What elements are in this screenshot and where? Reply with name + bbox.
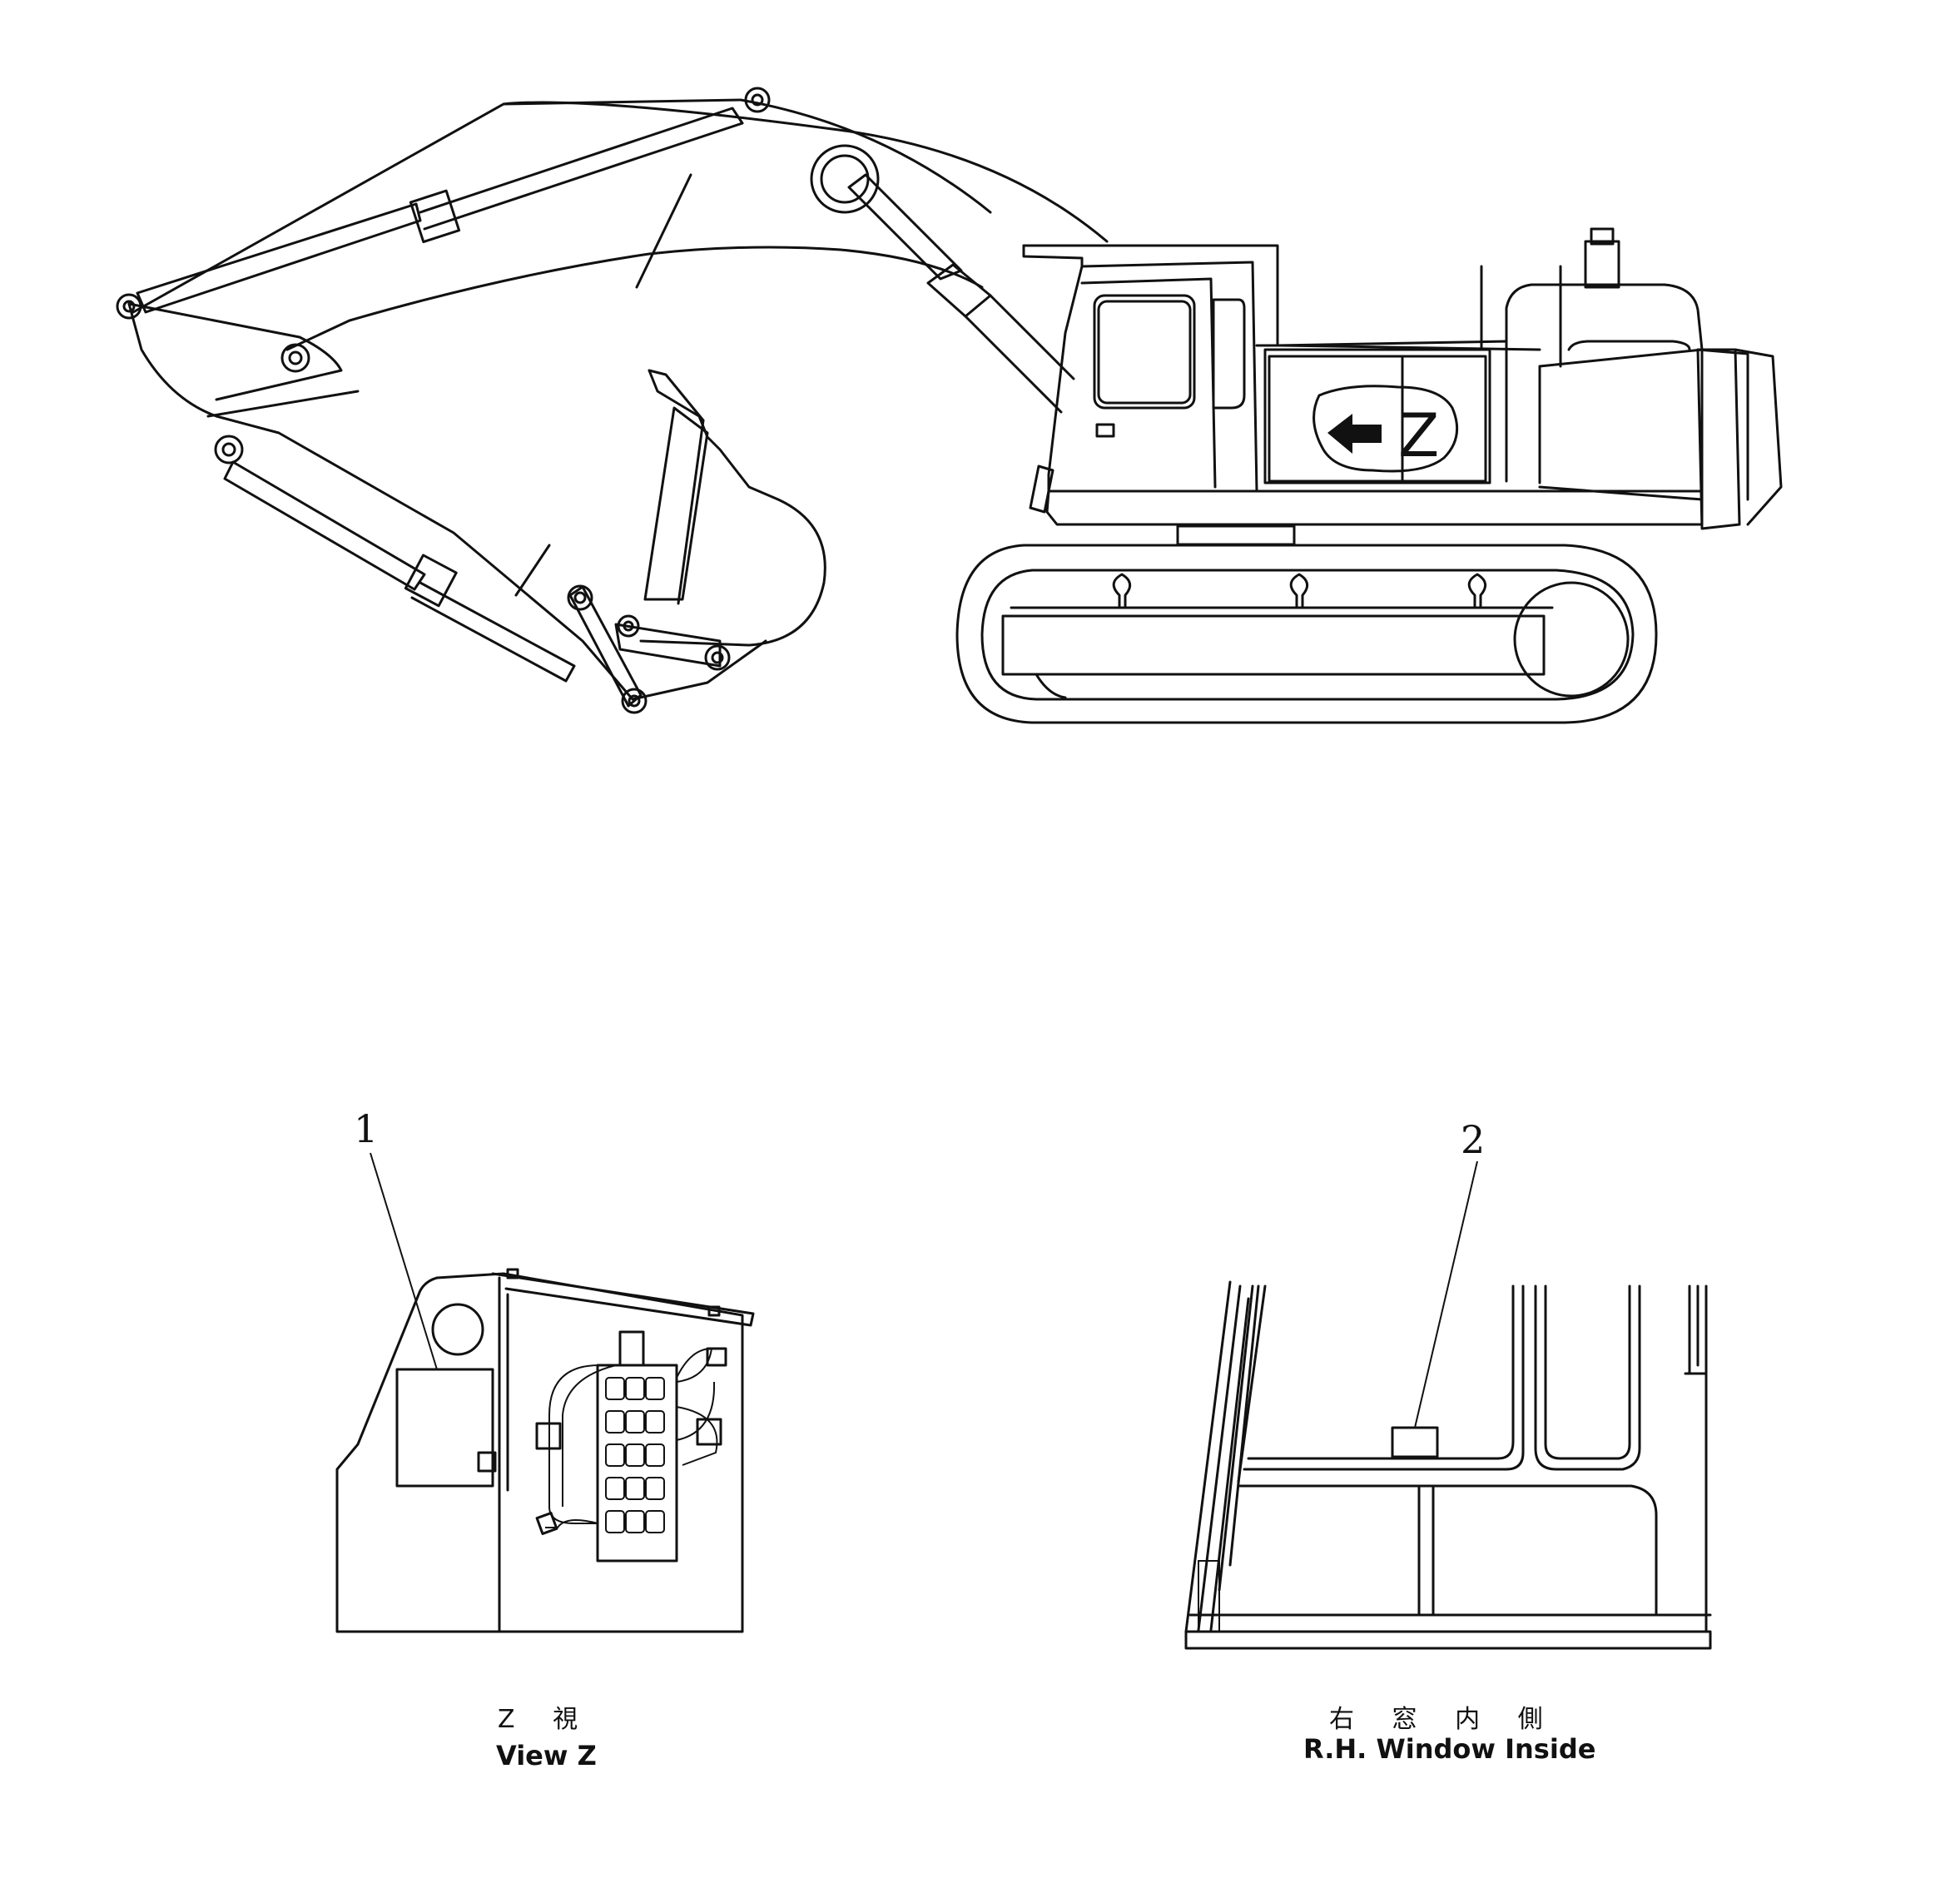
caption-en-view-z: View Z — [496, 1740, 597, 1771]
arm-cylinder — [136, 107, 744, 314]
bucket-linkage — [567, 584, 731, 714]
part-2-label-plate — [1391, 1426, 1439, 1458]
battery-box-panel — [335, 1268, 755, 1633]
cab-window-frame — [1184, 1280, 1712, 1650]
carrier-rollers — [1112, 573, 1487, 609]
arm — [116, 293, 767, 701]
detail-view-z: 1 — [335, 1106, 755, 1771]
part-1-label-plate — [395, 1368, 494, 1488]
caption-jp-view-z: Z 視 — [498, 1705, 593, 1734]
cab — [1022, 244, 1279, 514]
boom-cylinder — [847, 173, 1075, 414]
boom — [131, 87, 1109, 351]
arrow-left-icon — [1327, 414, 1382, 454]
detail-rh-window-inside: 2 右 窓 内 側 R.H. Window Insid — [1184, 1117, 1712, 1765]
view-z-marker: Z — [1312, 385, 1459, 473]
callout-number-1: 1 — [354, 1106, 378, 1151]
leader-line-2 — [1414, 1160, 1478, 1428]
leader-line-1 — [370, 1152, 438, 1370]
fuse-block — [535, 1330, 727, 1563]
engine-housing — [1045, 227, 1783, 530]
caption-jp-window: 右 窓 内 側 — [1329, 1705, 1558, 1734]
caption-en-window: R.H. Window Inside — [1303, 1733, 1595, 1765]
bucket-cylinder — [223, 460, 576, 683]
callout-number-2: 2 — [1461, 1117, 1485, 1162]
slewing-base — [1176, 524, 1296, 546]
excavator-side-view: Z — [116, 87, 1783, 724]
bucket — [639, 369, 826, 647]
track-assembly — [955, 544, 1658, 724]
view-z-label: Z — [1398, 400, 1439, 470]
